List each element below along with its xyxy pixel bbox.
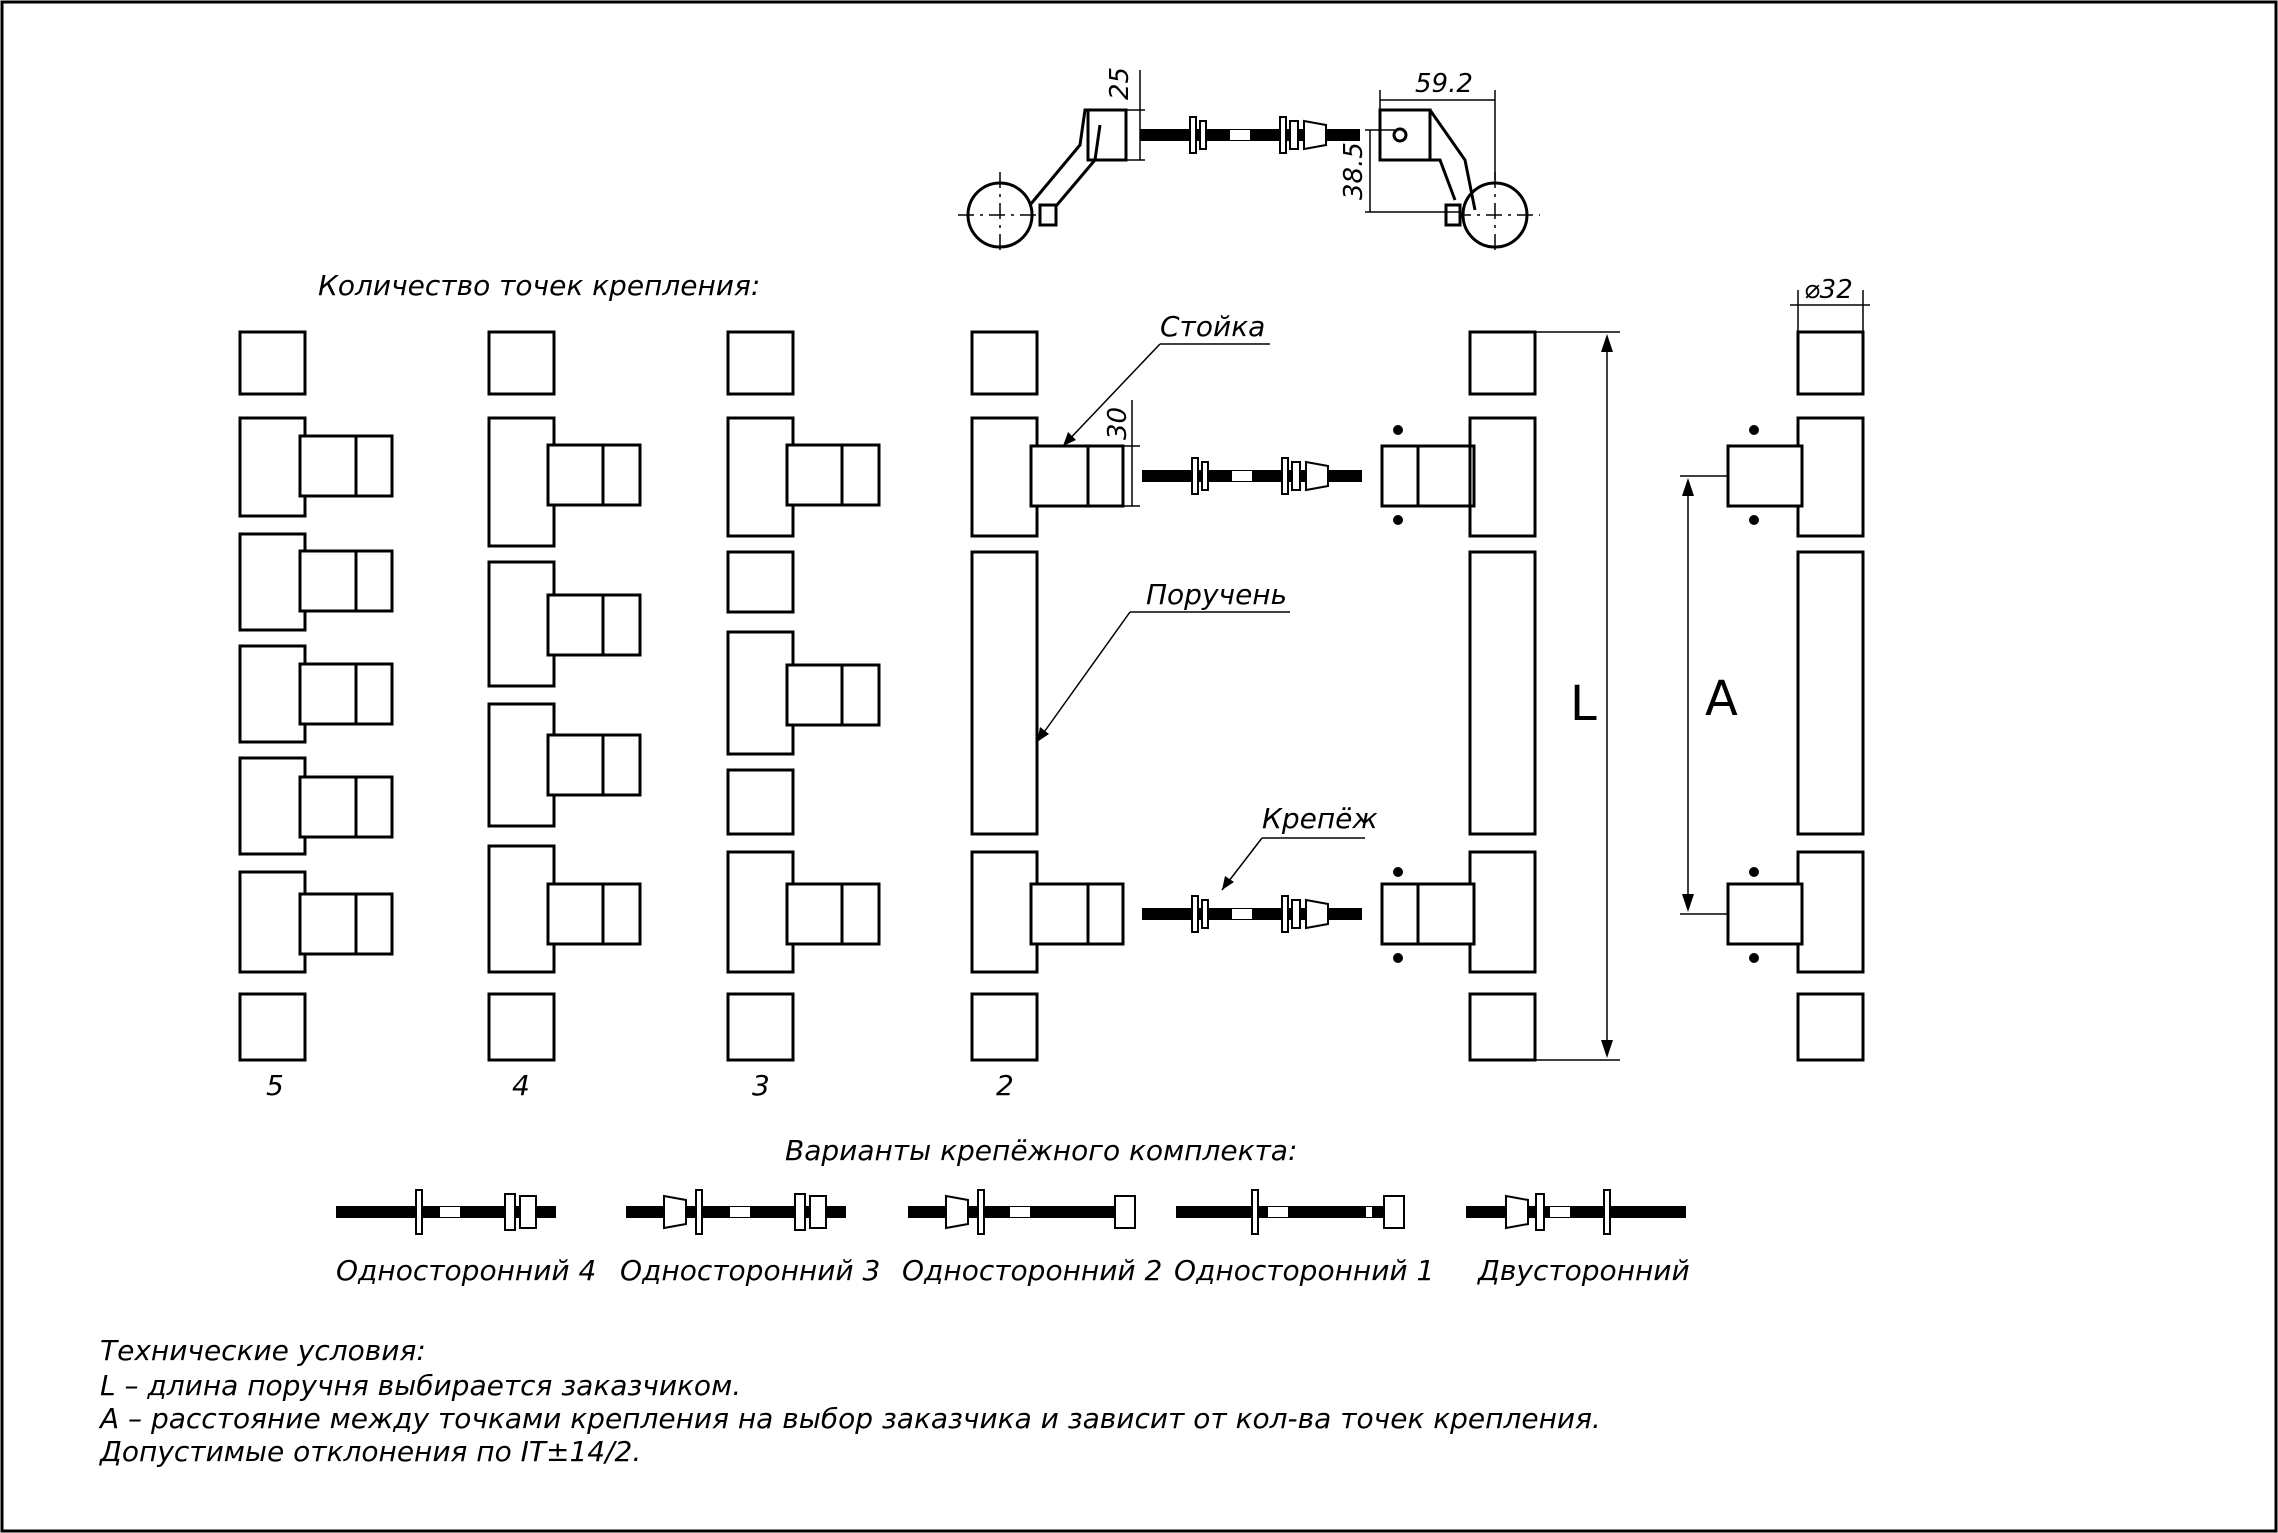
top-detail-view: 25 59.2 38.5 xyxy=(958,67,1540,255)
dim-A: A xyxy=(1705,671,1738,727)
kit-label-1: Односторонний 4 xyxy=(336,1254,596,1287)
dim-L: L xyxy=(1570,676,1597,732)
handrail-2-points: 2 30 L Стойка Пору xyxy=(970,310,1620,1102)
kit-variant-one-sided-1: Односторонний 1 xyxy=(1174,1189,1434,1287)
count-label-2: 2 xyxy=(996,1069,1014,1102)
kit-variants-title: Варианты крепёжного комплекта: xyxy=(785,1134,1297,1167)
dim-38-5: 38.5 xyxy=(1339,142,1369,200)
count-label-5: 5 xyxy=(266,1069,284,1102)
kit-label-4: Односторонний 1 xyxy=(1174,1254,1434,1287)
dim-30: 30 xyxy=(1103,407,1133,440)
dim-diameter: ⌀32 xyxy=(1804,275,1853,305)
dim-25: 25 xyxy=(1105,67,1135,100)
technical-notes: Технические условия: L – длина поручня в… xyxy=(98,1334,1601,1468)
label-post: Стойка xyxy=(1160,310,1265,343)
label-handrail: Поручень xyxy=(1146,578,1287,611)
kit-variant-one-sided-4: Односторонний 4 xyxy=(336,1189,596,1287)
tech-line-3: Допустимые отклонения по IT±14/2. xyxy=(98,1435,641,1468)
tech-line-1: L – длина поручня выбирается заказчиком. xyxy=(100,1369,741,1402)
kit-variant-one-sided-2: Односторонний 2 xyxy=(902,1189,1162,1287)
count-label-3: 3 xyxy=(752,1069,770,1102)
kit-variant-one-sided-3: Односторонний 3 xyxy=(620,1189,880,1287)
kit-label-3: Односторонний 2 xyxy=(902,1254,1162,1287)
kit-label-2: Односторонний 3 xyxy=(620,1254,880,1287)
count-label-4: 4 xyxy=(512,1069,530,1102)
mount-points-title: Количество точек крепления: xyxy=(318,269,760,302)
handrail-side-view: ⌀32 A xyxy=(1680,275,1870,1062)
dim-59-2: 59.2 xyxy=(1415,69,1473,99)
kit-label-5: Двусторонний xyxy=(1476,1254,1690,1287)
handrail-4-points: 4 xyxy=(487,330,642,1102)
tech-title: Технические условия: xyxy=(100,1334,426,1367)
tech-line-2: A – расстояние между точками крепления н… xyxy=(98,1402,1601,1435)
label-fastener: Крепёж xyxy=(1262,802,1378,835)
handrail-3-points: 3 xyxy=(726,330,881,1102)
handrail-5-points: 5 xyxy=(238,330,394,1102)
kit-variant-two-sided: Двусторонний xyxy=(1466,1189,1690,1287)
